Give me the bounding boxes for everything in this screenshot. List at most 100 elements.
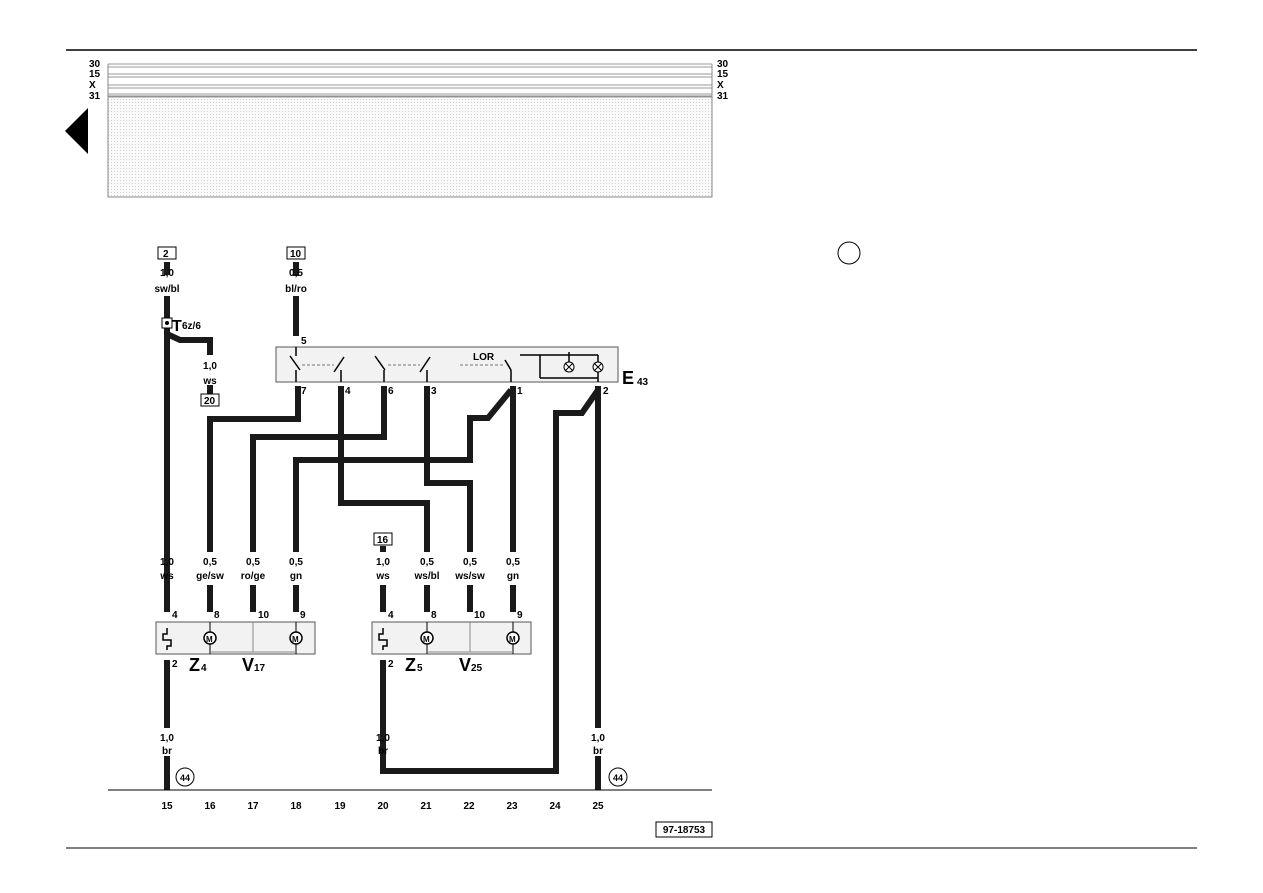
wire-cross-label: 0,5 — [203, 557, 217, 568]
motor-symbol: M — [292, 635, 299, 644]
z4-pin-10: 10 — [258, 610, 270, 621]
rail-label-x-left: X — [89, 80, 96, 91]
wire-labels: 1,0 sw/bl 0,5 bl/ro 1,0 ws 1,0 ws 0,5 ge… — [154, 268, 605, 757]
wire-color-label: ws — [159, 571, 174, 582]
ground-label: 44 — [180, 773, 190, 783]
wire-color-label: ws — [375, 571, 390, 582]
z4-name: Z — [189, 655, 200, 675]
wire-color-label: ro/ge — [241, 571, 266, 582]
track-number: 25 — [592, 801, 604, 812]
z4-pin-2: 2 — [172, 659, 178, 670]
diagram-id-box — [655, 821, 713, 838]
switch-pin-4: 4 — [345, 386, 351, 397]
wire-cross-label: 1,0 — [160, 733, 174, 744]
rail-label-30-right: 30 — [717, 59, 729, 70]
rail-label-30-left: 30 — [89, 59, 101, 70]
connector-sub: 6z/6 — [182, 321, 201, 332]
z5-name: Z — [405, 655, 416, 675]
wire-color-label: bl/ro — [285, 284, 307, 295]
wire-color-label: ws/sw — [454, 571, 485, 582]
wire-color-label: ws — [202, 376, 217, 387]
conn-2: 2 — [163, 249, 169, 260]
track-number: 24 — [549, 801, 561, 812]
z4-pin-4: 4 — [172, 610, 178, 621]
wire-cross-label: 1,0 — [203, 361, 217, 372]
wire-color-label: sw/bl — [154, 284, 179, 295]
track-number: 19 — [334, 801, 346, 812]
wires — [164, 262, 601, 790]
track-numbers: 15 16 17 18 19 20 21 22 23 24 25 — [161, 801, 604, 812]
wire-cross-label: 0,5 — [289, 557, 303, 568]
rail-label-15-left: 15 — [89, 69, 101, 80]
power-rails: 30 15 X 31 30 15 X 31 — [89, 59, 729, 198]
ground-circle-icon — [608, 767, 628, 787]
switch-pin-5: 5 — [301, 336, 307, 347]
conn-16: 16 — [377, 535, 389, 546]
track-number: 15 — [161, 801, 173, 812]
motor-icon — [203, 631, 217, 645]
motor-symbol: M — [509, 635, 516, 644]
wire-color-label: br — [162, 746, 172, 757]
wire-cross-label: 0,5 — [463, 557, 477, 568]
component-z5-v25: M M 4 8 10 9 2 Z 5 V 25 — [371, 610, 532, 675]
track-number: 20 — [377, 801, 389, 812]
e43-name: E — [622, 368, 634, 388]
wire-cross-label: 1,0 — [591, 733, 605, 744]
track-number: 22 — [463, 801, 475, 812]
track-number: 16 — [204, 801, 216, 812]
empty-circle-marker — [837, 241, 861, 265]
v17-sub: 17 — [254, 663, 266, 674]
switch-pin-7: 7 — [301, 386, 307, 397]
wire-color-label: ws/bl — [413, 571, 439, 582]
wire-cross-label: 1,0 — [376, 557, 390, 568]
z4-pin-9: 9 — [300, 610, 306, 621]
e43-sub: 43 — [637, 377, 649, 388]
track-number: 21 — [420, 801, 432, 812]
motor-icon — [506, 631, 520, 645]
wire-color-label: ge/sw — [196, 571, 224, 582]
wire-color-label: gn — [290, 571, 302, 582]
z5-pin-2: 2 — [388, 659, 394, 670]
wire-connector-boxes: 2 10 20 16 — [157, 246, 393, 546]
z4-sub: 4 — [201, 663, 207, 674]
switch-pin-2: 2 — [603, 386, 609, 397]
ground-points: 44 44 — [175, 767, 628, 787]
ground-label: 44 — [613, 773, 623, 783]
switch-pin-6: 6 — [388, 386, 394, 397]
motor-icon — [289, 631, 303, 645]
track-number: 17 — [247, 801, 259, 812]
lor-label: LOR — [473, 352, 495, 363]
motor-symbol: M — [206, 635, 213, 644]
switch-e43: LOR E 43 5 7 4 6 3 1 2 — [275, 336, 649, 397]
rail-label-31-left: 31 — [89, 91, 101, 102]
wire-cross-label: 0,5 — [506, 557, 520, 568]
heater-element-icon — [162, 628, 172, 650]
switch-pin-3: 3 — [431, 386, 437, 397]
wire-cross-label: 1,0 — [376, 733, 390, 744]
diagram-id: 97-18753 — [663, 825, 706, 836]
ground-circle-icon — [175, 767, 195, 787]
z4-pin-8: 8 — [214, 610, 220, 621]
track-number: 23 — [506, 801, 518, 812]
track-number: 18 — [290, 801, 302, 812]
heater-element-icon — [378, 628, 388, 650]
rail-label-x-right: X — [717, 80, 724, 91]
motor-symbol: M — [423, 635, 430, 644]
wire-color-label: br — [378, 746, 388, 757]
motor-icon — [420, 631, 434, 645]
conn-20: 20 — [204, 396, 216, 407]
wire-cross-label: 0,5 — [246, 557, 260, 568]
z5-sub: 5 — [417, 663, 423, 674]
back-arrow-icon[interactable] — [65, 108, 88, 154]
wire-color-label: br — [593, 746, 603, 757]
rail-fuse-area — [107, 95, 713, 198]
connector-t6z: T 6z/6 — [161, 317, 201, 335]
rail-label-31-right: 31 — [717, 91, 729, 102]
wire-cross-label: 1,0 — [160, 557, 174, 568]
z5-pin-9: 9 — [517, 610, 523, 621]
wire-cross-label: 1,0 — [160, 268, 174, 279]
v25-name: V — [459, 655, 471, 675]
component-z4-v17: M M 4 8 10 9 2 Z 4 V 17 — [155, 610, 316, 675]
z5-pin-4: 4 — [388, 610, 394, 621]
